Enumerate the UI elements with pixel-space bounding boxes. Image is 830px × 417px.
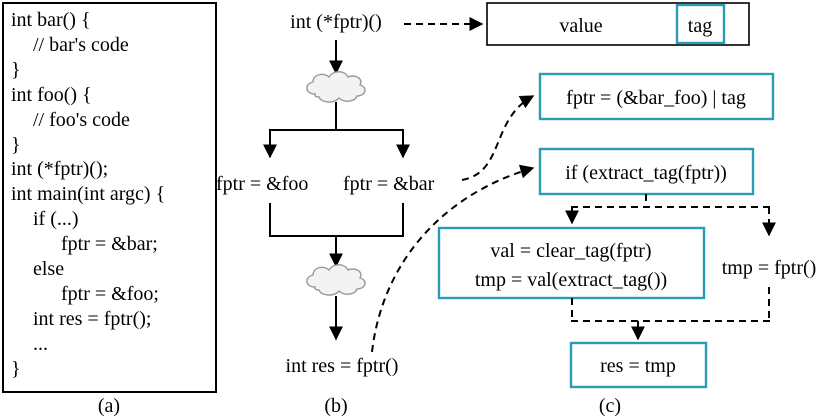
code-line: fptr = &foo; <box>61 283 159 305</box>
call-statement: int res = fptr() <box>286 355 399 377</box>
code-line: fptr = &bar; <box>61 233 158 255</box>
code-line: if (...) <box>33 208 79 230</box>
caption-c: (c) <box>599 395 621 417</box>
cloud-icon <box>306 264 366 296</box>
else-statement: tmp = fptr() <box>722 257 817 279</box>
assign-foo: fptr = &foo <box>216 173 308 195</box>
dashed-arrow <box>371 164 535 353</box>
dashed-arrow <box>461 95 535 181</box>
code-line: int main(int argc) { <box>11 183 165 205</box>
code-line: else <box>33 258 64 280</box>
then-line-2: tmp = val(extract_tag()) <box>475 269 667 291</box>
code-line: // bar's code <box>33 34 129 56</box>
code-line: int foo() { <box>11 84 92 106</box>
code-line: } <box>11 358 21 380</box>
pointer-layout-box <box>486 2 750 46</box>
code-line: } <box>11 59 21 81</box>
code-line: int bar() { <box>11 9 91 31</box>
code-line: // foo's code <box>33 109 130 131</box>
code-line: int res = fptr(); <box>33 308 151 330</box>
combine-statement: fptr = (&bar_foo) | tag <box>566 87 746 109</box>
tag-label: tag <box>688 15 712 37</box>
result-box <box>569 341 708 389</box>
panel-a: int bar() { // bar's code } int foo() { … <box>2 2 217 417</box>
caption-a: (a) <box>98 395 120 417</box>
fptr-declaration: int (*fptr)() <box>290 11 382 33</box>
panel-b: int (*fptr)() fptr = &foo fptr = &bar in… <box>216 11 435 417</box>
result-statement: res = tmp <box>600 355 676 377</box>
code-line: } <box>11 134 21 156</box>
code-line: int (*fptr)(); <box>11 158 108 180</box>
assign-bar: fptr = &bar <box>343 173 435 195</box>
cloud-icon <box>306 71 366 103</box>
code-line: ... <box>33 333 48 355</box>
then-line-1: val = clear_tag(fptr) <box>490 240 651 262</box>
caption-b: (b) <box>324 395 347 417</box>
code-box <box>2 2 217 393</box>
check-statement: if (extract_tag(fptr)) <box>565 162 727 184</box>
panel-c: value tag fptr = (&bar_foo) | tag if (ex… <box>371 2 817 417</box>
combine-box <box>538 72 775 121</box>
tag-box <box>675 3 726 45</box>
value-label: value <box>559 15 602 37</box>
